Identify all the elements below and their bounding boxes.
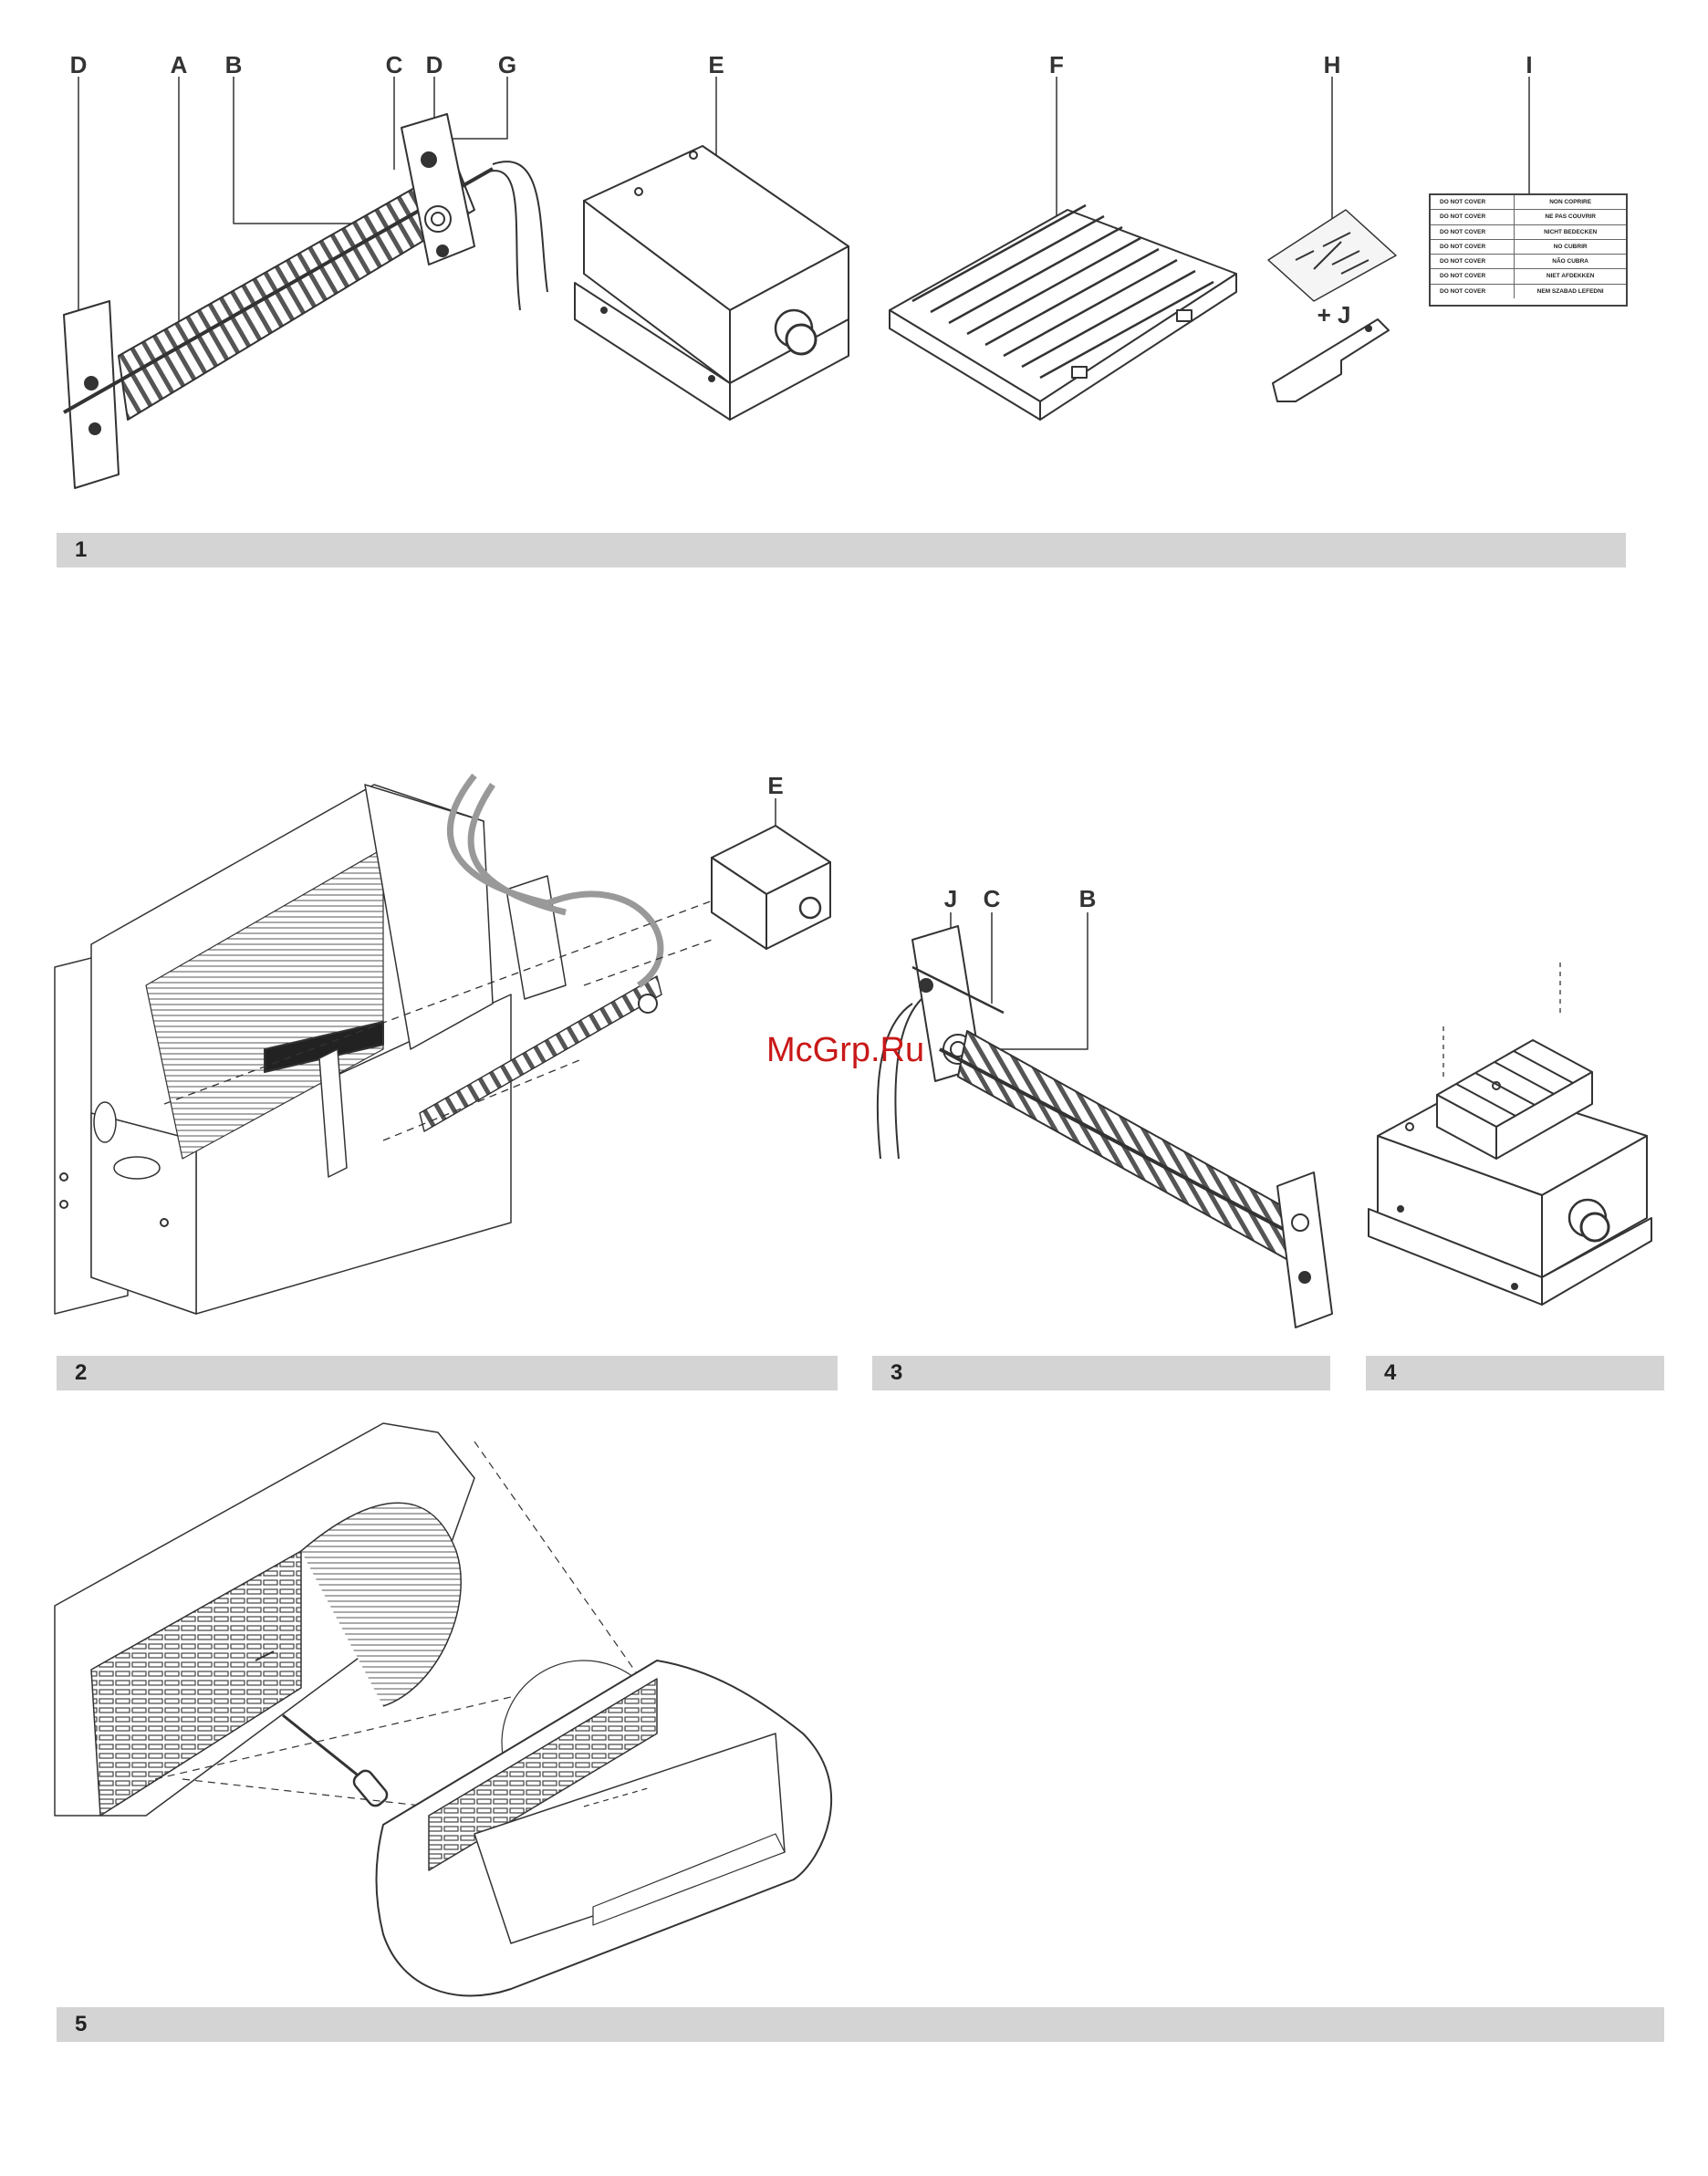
figure-3-number: 3 [890,1360,902,1386]
figure-1-caption-bar: 1 [57,533,1626,567]
figure-1-number: 1 [75,537,87,563]
fig2-unit-assembly [55,776,830,1314]
figure-4-caption-bar: 4 [1366,1356,1664,1390]
figure-2-number: 2 [75,1360,87,1386]
fig3-label-b: B [1079,885,1097,913]
fig4-control-box [1369,963,1651,1305]
figure-2-caption-bar: 2 [57,1356,838,1390]
fig1-control-box [575,77,849,420]
fig1-heating-element [64,77,547,488]
fig1-grille [890,77,1236,420]
fig5-unit-grille [55,1423,831,1996]
figure-5-caption-bar: 5 [57,2007,1664,2042]
fig3-label-j: J [944,885,957,913]
fig3-heating-element [878,912,1332,1327]
figure-5-number: 5 [75,2012,87,2037]
fig1-screw-bag [1268,77,1396,301]
figure-4-number: 4 [1384,1360,1396,1386]
watermark-text: McGrp.Ru [766,1031,924,1070]
fig3-label-c: C [984,885,1001,913]
figure-3-caption-bar: 3 [872,1356,1330,1390]
fig2-label-e: E [767,772,783,800]
